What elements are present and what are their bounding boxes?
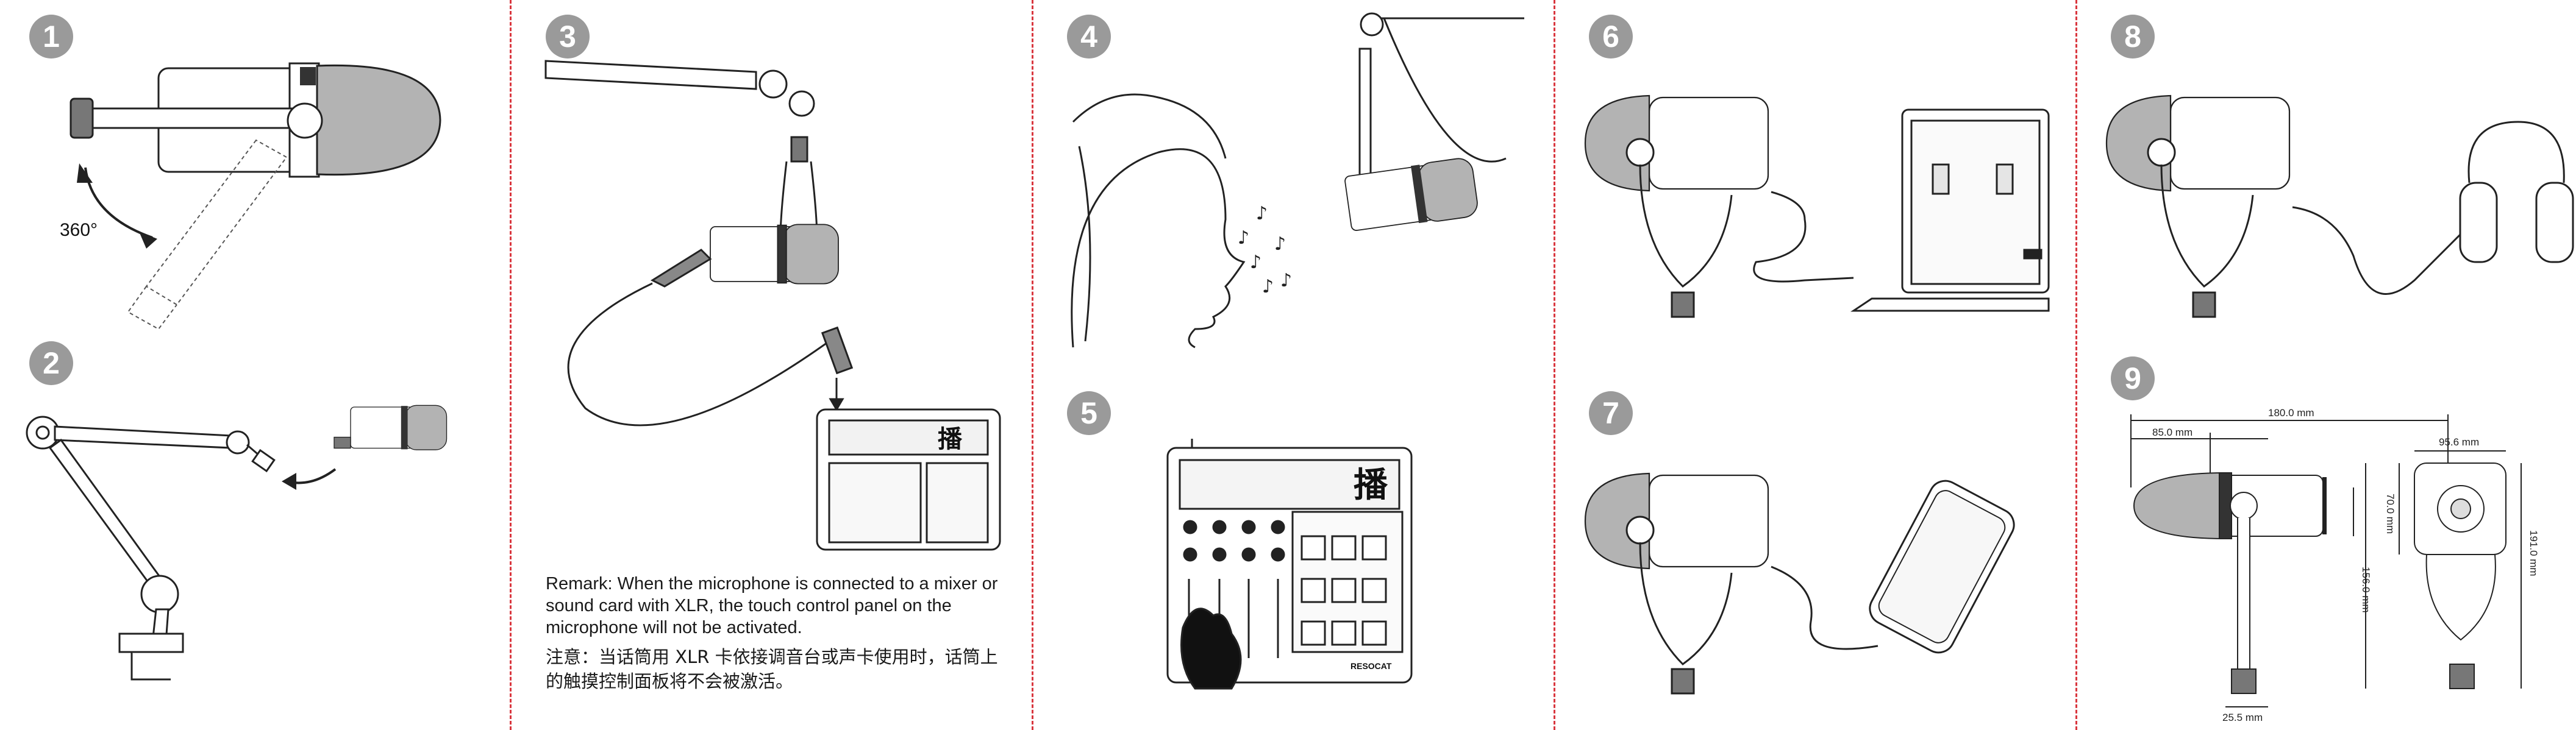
- step4-singer-illustration: [1071, 93, 1246, 349]
- svg-text:♪: ♪: [1280, 270, 1292, 291]
- step7-mic-illustration: [1584, 472, 1878, 695]
- dim-front-length: 85.0 mm: [2152, 427, 2193, 438]
- step-badge-9: 9: [2111, 356, 2155, 400]
- svg-text:♪: ♪: [1250, 252, 1261, 273]
- dim-height-stand: 156.0 mm: [2360, 567, 2372, 613]
- step1-mic-illustration: [70, 62, 441, 330]
- step6-laptop-illustration: [1850, 108, 2050, 312]
- step8-mic-illustration: [2105, 94, 2464, 318]
- svg-text:♪: ♪: [1256, 203, 1268, 224]
- step3-setup-illustration: [544, 60, 1001, 551]
- panel-divider: [510, 0, 512, 730]
- step2-mic-illustration: [334, 405, 448, 450]
- step-badge-1: 1: [29, 15, 73, 58]
- svg-text:♪: ♪: [1262, 276, 1274, 297]
- step5-mixer-illustration: [1166, 439, 1413, 690]
- step8-headphones-illustration: [2459, 121, 2574, 263]
- svg-text:♪: ♪: [1274, 233, 1286, 255]
- dim-base: 25.5 mm: [2222, 712, 2263, 723]
- dim-total-height: 191.0 mm: [2528, 530, 2539, 576]
- rotation-label: 360°: [60, 220, 98, 240]
- panel-divider: [2075, 0, 2077, 730]
- step-badge-3: 3: [546, 15, 590, 58]
- remark-note-en: Remark: When the microphone is connected…: [546, 574, 998, 637]
- step5-mixer-char: 播: [1354, 466, 1388, 505]
- step2-boom-arm-illustration: [26, 416, 276, 681]
- step6-mic-illustration: [1584, 94, 1854, 318]
- dim-width: 95.6 mm: [2439, 436, 2480, 448]
- svg-text:♪: ♪: [1238, 227, 1249, 249]
- step-badge-6: 6: [1589, 15, 1633, 58]
- step-badge-5: 5: [1067, 391, 1111, 435]
- step4-mic-illustration: [1343, 12, 1524, 234]
- step-badge-4: 4: [1067, 15, 1111, 58]
- step7-phone-illustration: [1869, 480, 2015, 654]
- panel-divider: [1032, 0, 1033, 730]
- dim-total-length: 180.0 mm: [2268, 407, 2314, 419]
- music-notes: ♪♪♪ ♪♪♪: [1238, 203, 1292, 297]
- panel-divider: [1554, 0, 1555, 730]
- step5-brand: RESOCAT: [1350, 661, 1392, 671]
- step3-mixer-char: 播: [938, 425, 963, 453]
- step-badge-7: 7: [1589, 391, 1633, 435]
- step9-dimension-drawing: [2130, 414, 2522, 707]
- dim-body-diameter: 70.0 mm: [2385, 494, 2396, 534]
- remark-note-cn: 注意：当话筒用 XLR 卡依接调音台或声卡使用时，话筒上的触摸控制面板将不会被激…: [546, 647, 998, 692]
- step-badge-8: 8: [2111, 15, 2155, 58]
- step-badge-2: 2: [29, 341, 73, 385]
